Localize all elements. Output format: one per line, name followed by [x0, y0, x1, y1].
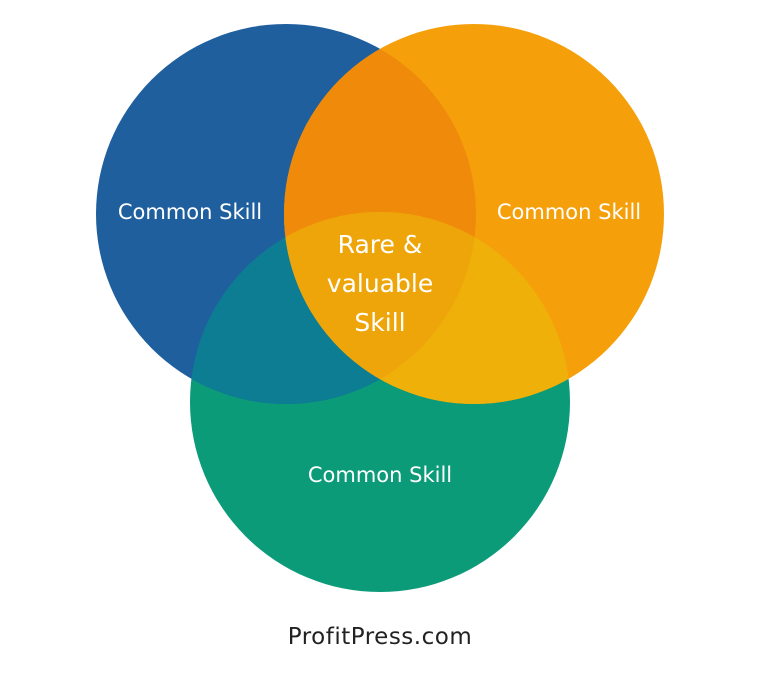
- center-label-line-3: Skill: [354, 308, 405, 337]
- circle-label-orange: Common Skill: [497, 200, 641, 224]
- center-label-line-2: valuable: [327, 269, 433, 298]
- circle-label-green: Common Skill: [308, 463, 452, 487]
- circle-label-blue: Common Skill: [118, 200, 262, 224]
- footer-brand: ProfitPress.com: [287, 624, 473, 650]
- center-label-line-1: Rare &: [338, 230, 423, 259]
